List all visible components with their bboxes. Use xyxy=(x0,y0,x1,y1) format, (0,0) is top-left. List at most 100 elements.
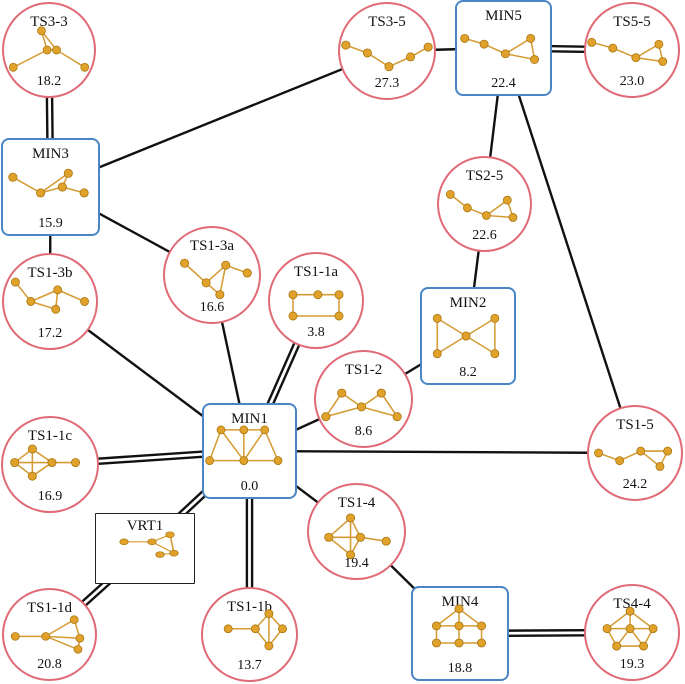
atom xyxy=(654,39,664,49)
atom xyxy=(625,624,635,634)
atom xyxy=(631,53,641,63)
bond xyxy=(325,392,343,418)
bond xyxy=(328,536,352,556)
atom xyxy=(278,624,287,634)
atom xyxy=(155,551,165,558)
energy-value: 8.2 xyxy=(459,365,477,380)
bond xyxy=(465,335,496,355)
atom xyxy=(288,311,298,321)
molecule-structure xyxy=(594,446,673,471)
node-label: TS1-3a xyxy=(189,238,235,254)
atom xyxy=(355,532,366,542)
atom xyxy=(384,62,394,72)
molecule-structure xyxy=(8,168,89,198)
atom xyxy=(201,278,211,288)
atom xyxy=(508,213,518,222)
atom xyxy=(381,536,391,546)
bond xyxy=(45,635,80,639)
node-label: TS3-5 xyxy=(368,14,406,30)
bond xyxy=(45,618,75,637)
atom xyxy=(260,425,270,435)
atom xyxy=(37,26,46,36)
molecule-structure xyxy=(324,513,391,560)
bond xyxy=(220,429,245,462)
bond xyxy=(458,608,483,627)
atom xyxy=(658,57,668,66)
atom xyxy=(454,604,464,614)
atom xyxy=(334,290,344,300)
bond xyxy=(40,172,69,194)
atom xyxy=(79,188,89,198)
energy-value: 3.8 xyxy=(307,325,325,340)
atom xyxy=(432,349,442,359)
atom xyxy=(461,331,471,341)
energy-value: 0.0 xyxy=(240,479,259,494)
edge-MIN3-TS3-5 xyxy=(50,49,388,189)
atom xyxy=(648,624,658,634)
energy-value: 15.9 xyxy=(38,216,63,231)
atom xyxy=(215,290,225,300)
atom xyxy=(10,632,20,641)
atom xyxy=(612,641,622,651)
energy-value: 18.8 xyxy=(447,661,473,676)
atom xyxy=(180,258,190,268)
atom xyxy=(42,45,52,55)
bond xyxy=(325,406,362,418)
node-label: MIN3 xyxy=(32,146,69,162)
atom xyxy=(26,297,36,306)
atom xyxy=(392,412,402,422)
bond xyxy=(208,429,222,461)
atom xyxy=(460,33,470,43)
node-label: TS1-4 xyxy=(337,495,376,511)
atom xyxy=(454,638,464,648)
atom xyxy=(80,297,89,306)
atom xyxy=(205,456,214,466)
molecule-structure xyxy=(445,189,518,222)
atom xyxy=(273,456,283,466)
energy-value: 22.6 xyxy=(472,228,497,243)
bond xyxy=(465,317,496,337)
atom xyxy=(639,641,648,651)
energy-value: 19.3 xyxy=(619,657,645,672)
atom xyxy=(242,268,252,278)
energy-value: 22.4 xyxy=(491,76,516,91)
molecule-structure xyxy=(321,388,402,422)
node-label: TS4-4 xyxy=(613,596,651,612)
node-label: MIN5 xyxy=(485,8,522,24)
molecule-structure xyxy=(460,33,540,64)
atom xyxy=(334,311,344,321)
atom xyxy=(165,531,175,538)
atom xyxy=(594,448,603,458)
atom xyxy=(8,62,18,72)
molecule-structure xyxy=(119,531,179,558)
bond xyxy=(435,608,460,627)
atom xyxy=(223,624,233,634)
atom xyxy=(376,388,386,398)
bond xyxy=(30,289,58,303)
atom xyxy=(147,538,157,546)
atom xyxy=(341,40,351,50)
atom xyxy=(346,513,356,523)
edge-line xyxy=(50,49,388,189)
bond xyxy=(606,610,631,630)
bond xyxy=(219,265,227,295)
atom xyxy=(423,42,433,52)
node-label: TS1-1d xyxy=(27,600,72,616)
energy-value: 13.7 xyxy=(237,658,262,673)
atom xyxy=(477,638,487,648)
atom xyxy=(36,188,46,198)
atom xyxy=(70,458,80,468)
node-label: TS3-3 xyxy=(30,14,68,30)
atom xyxy=(27,471,37,481)
atom xyxy=(602,624,612,634)
atom xyxy=(432,313,442,323)
node-label: TS2-5 xyxy=(465,168,504,184)
